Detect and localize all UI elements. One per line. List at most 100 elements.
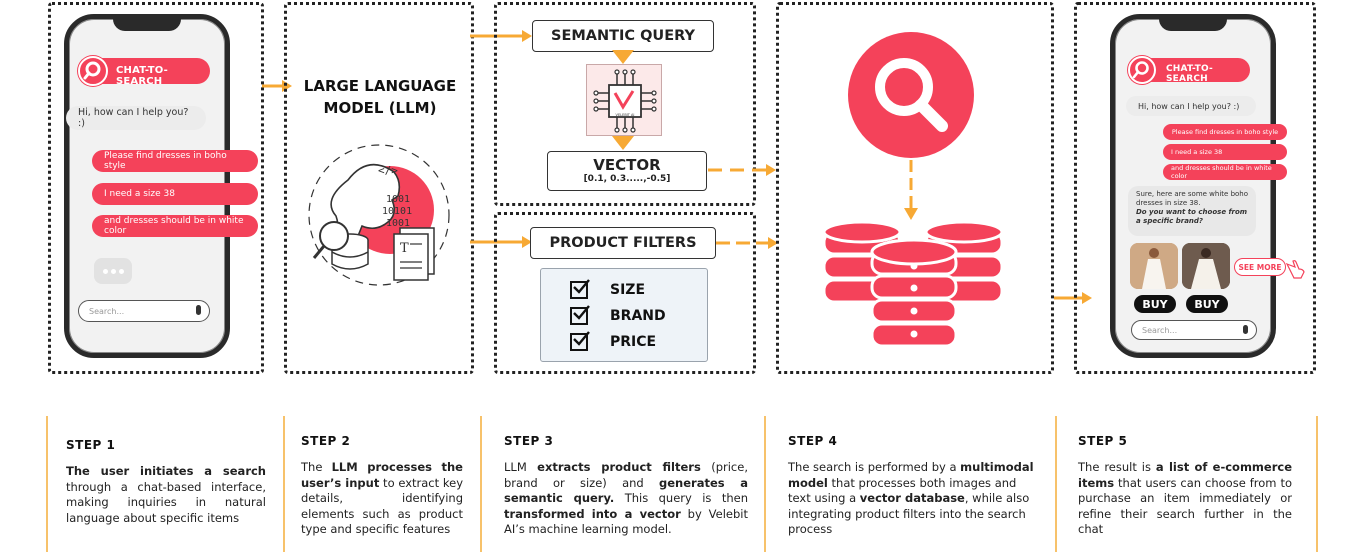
arrow-down-1: [612, 50, 634, 64]
step-text: to extract key details, identifying elem…: [301, 475, 463, 537]
svg-text:T: T: [400, 241, 409, 256]
step-title: STEP 4: [788, 434, 838, 448]
filter-price[interactable]: PRICE: [570, 331, 657, 351]
arrow-search-to-db: [904, 160, 918, 220]
step-2: STEP 2 The LLM processes the user’s inpu…: [301, 434, 463, 538]
checkbox-checked-icon[interactable]: [570, 331, 590, 351]
user-message-3: and dresses should be in white color: [92, 215, 258, 237]
reply-line-3: Do you want to choose from: [1136, 208, 1248, 217]
buy-button-1[interactable]: BUY: [1134, 295, 1176, 313]
reply-line-4: a specific brand?: [1136, 217, 1203, 226]
search-placeholder: Search...: [89, 306, 125, 316]
user-message-2: I need a size 38: [92, 183, 258, 205]
step-description: LLM extracts product filters (price, bra…: [504, 460, 748, 538]
search-icon: [1128, 56, 1156, 84]
vector-value: [0.1, 0.3.....,-0.5]: [583, 173, 671, 184]
search-circle-icon: [848, 32, 974, 158]
chip-brand-label: VELEBIT AI: [615, 113, 635, 117]
microphone-icon[interactable]: [1243, 325, 1248, 334]
step-text: The: [301, 460, 332, 474]
step-text: through a chat-based interface, making i…: [66, 479, 266, 525]
see-more-label: SEE MORE: [1238, 262, 1282, 272]
step-description: The result is a list of e-commerce items…: [1078, 460, 1292, 538]
search-icon: [78, 56, 108, 86]
step-divider: [1055, 416, 1057, 552]
checkbox-checked-icon[interactable]: [570, 305, 590, 325]
filter-label: PRICE: [610, 334, 657, 350]
step-text-bold: transformed into a vector: [504, 506, 681, 521]
arrow-filters-to-db: [716, 237, 778, 249]
step-text: The result is: [1078, 460, 1156, 474]
user-message-1: Please find dresses in boho style: [92, 150, 258, 172]
svg-text:1001: 1001: [386, 194, 410, 205]
step-5: STEP 5 The result is a list of e-commerc…: [1078, 434, 1292, 538]
chat-to-search-chip[interactable]: CHAT-TO-SEARCH: [78, 56, 210, 87]
step-text-bold: generates a semantic query.: [504, 475, 748, 506]
step-divider: [46, 416, 48, 552]
step-description: The LLM processes the user’s input to ex…: [301, 460, 463, 538]
filters-panel: [540, 268, 708, 362]
step-text: LLM: [504, 460, 538, 474]
phone-notch: [1159, 19, 1227, 31]
llm-title: LARGE LANGUAGE MODEL (LLM): [294, 76, 466, 120]
product-image-1[interactable]: [1130, 243, 1178, 289]
assistant-greeting: Hi, how can I help you? :): [1126, 96, 1256, 116]
filter-label: SIZE: [610, 282, 646, 298]
step-3: STEP 3 LLM extracts product filters (pri…: [504, 434, 748, 538]
step-divider: [480, 416, 482, 552]
filter-brand[interactable]: BRAND: [570, 305, 666, 325]
phone-notch: [113, 19, 181, 31]
chat-to-search-chip-result[interactable]: CHAT-TO-SEARCH: [1128, 56, 1250, 84]
see-more-button[interactable]: SEE MORE: [1234, 258, 1286, 276]
buy-button-2[interactable]: BUY: [1186, 295, 1228, 313]
product-image-2[interactable]: [1182, 243, 1230, 289]
checkbox-checked-icon[interactable]: [570, 279, 590, 299]
step-text-bold: vector database: [859, 491, 965, 506]
user-message-2: I need a size 38: [1163, 144, 1287, 160]
search-input[interactable]: Search...: [78, 300, 210, 322]
velebit-chip-icon: VELEBIT AI: [586, 64, 662, 136]
chip-label: CHAT-TO-SEARCH: [116, 65, 168, 87]
semantic-query-box: SEMANTIC QUERY: [532, 20, 714, 52]
step-text-bold: LLM processes the user’s input: [301, 460, 463, 490]
llm-title-line1: LARGE LANGUAGE: [303, 77, 457, 95]
step-text-bold: extracts product filters: [537, 460, 701, 474]
step-divider: [764, 416, 766, 552]
step-4: STEP 4 The search is performed by a mult…: [788, 434, 1036, 538]
filter-size[interactable]: SIZE: [570, 279, 646, 299]
user-message-1: Please find dresses in boho style: [1163, 124, 1287, 140]
assistant-reply: Sure, here are some white boho dresses i…: [1128, 186, 1256, 236]
step-divider: [1316, 416, 1318, 552]
microphone-icon[interactable]: [196, 305, 201, 315]
filter-label: BRAND: [610, 308, 666, 324]
step-title: STEP 5: [1078, 434, 1128, 448]
step-text: The search is performed by a: [788, 460, 961, 474]
step-title: STEP 3: [504, 434, 554, 448]
svg-text:1001: 1001: [386, 218, 410, 229]
arrow-down-2: [612, 136, 634, 150]
panel-step3-bottom: [494, 212, 756, 374]
vector-box: VECTOR [0.1, 0.3.....,-0.5]: [547, 151, 707, 191]
step-title: STEP 1: [66, 438, 116, 452]
panel-step5: [1074, 2, 1316, 374]
llm-title-line2: MODEL (LLM): [323, 98, 437, 117]
user-message-3: and dresses should be in white color: [1163, 164, 1287, 180]
panel-step4: [776, 2, 1054, 374]
step-text-bold: The user initiates a search: [66, 464, 266, 478]
chip-label: CHAT-TO-SEARCH: [1166, 64, 1213, 84]
svg-text:</>: </>: [378, 164, 398, 177]
step-text: that users can choose from to purchase a…: [1078, 475, 1292, 537]
search-placeholder: Search...: [1142, 325, 1178, 335]
arrow-4-to-5: [1054, 292, 1092, 304]
search-input[interactable]: Search...: [1131, 320, 1257, 340]
llm-illustration: 1001 10101 1001 </> T: [308, 144, 450, 286]
step-description: The search is performed by a multimodal …: [788, 460, 1036, 538]
step-description: The user initiates a search through a ch…: [66, 464, 266, 526]
step-text-bold: multimodal model: [788, 460, 1034, 490]
pointer-hand-icon: [1285, 260, 1305, 279]
step-text: (price, brand or size) and: [504, 460, 748, 490]
step-1: STEP 1 The user initiates a search throu…: [66, 438, 266, 526]
arrow-vector-to-db: [708, 164, 776, 176]
reply-line-2: dresses in size 38.: [1136, 199, 1201, 208]
step-text: that processes both images and text usin…: [788, 475, 1017, 506]
